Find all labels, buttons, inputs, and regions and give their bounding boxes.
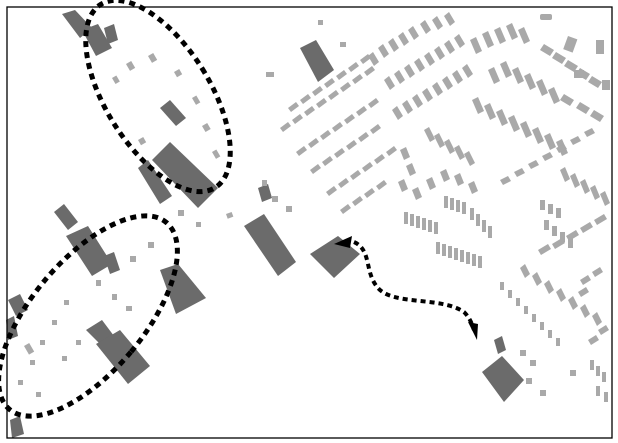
dashed-ellipse-south-west: [0, 213, 180, 419]
dashed-route-arrow: [334, 236, 478, 340]
dashed-ellipse-north: [83, 0, 233, 195]
residential-grid: [280, 12, 610, 402]
arrowhead-end-icon: [468, 322, 478, 340]
arrowhead-start-icon: [334, 236, 352, 248]
small-buildings: [18, 12, 610, 402]
map-frame: [6, 6, 613, 439]
